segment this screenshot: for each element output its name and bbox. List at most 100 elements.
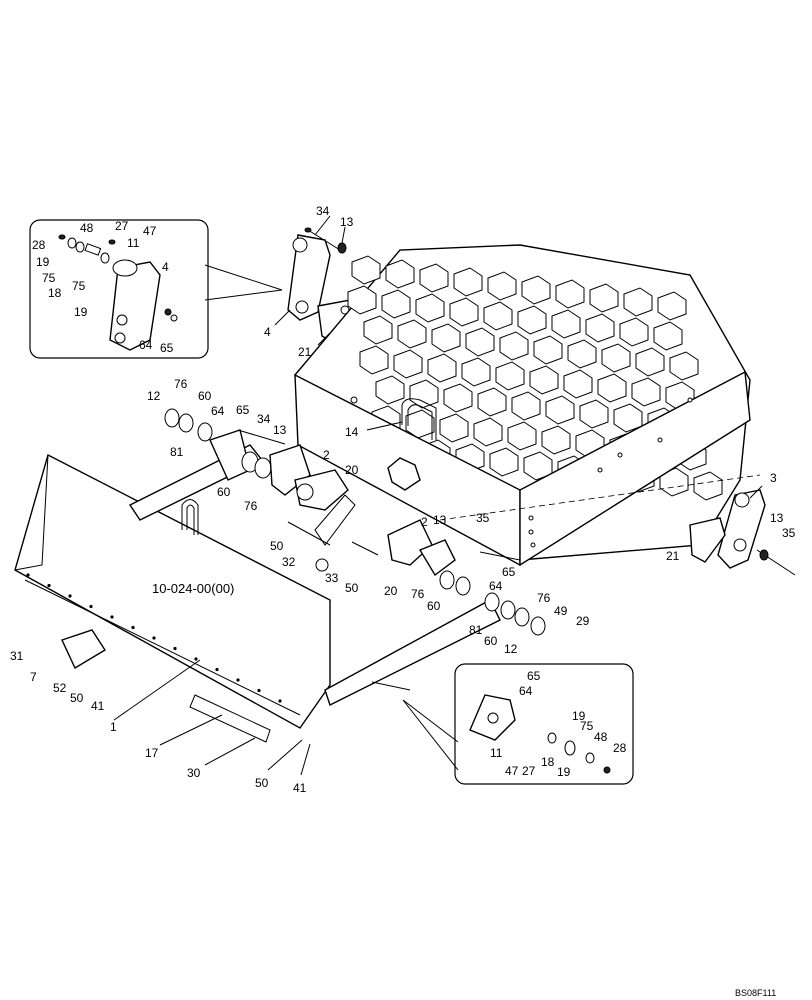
washer-12: [164, 408, 180, 428]
drum-pad: [415, 293, 445, 323]
flange-bore: [296, 483, 314, 501]
flange-20b: [387, 519, 433, 566]
drum-pad: [409, 379, 439, 409]
frame-bolt: [657, 437, 663, 443]
drum-pad: [427, 353, 457, 383]
callout-60: 60: [217, 485, 231, 499]
drum-pad: [635, 347, 665, 377]
drum-pad: [551, 309, 581, 339]
drum-pad: [507, 421, 537, 451]
callout-60: 60: [484, 634, 498, 648]
plate-21b: [689, 517, 726, 563]
blade-handle: [186, 504, 195, 535]
drum-pad: [541, 425, 571, 455]
drum-pad: [659, 467, 689, 497]
drum-pad: [397, 319, 427, 349]
callout-2: 2: [421, 515, 428, 529]
leader-34: [314, 215, 331, 236]
callout-64: 64: [211, 404, 225, 418]
drum-pad: [579, 399, 609, 429]
leader-1: [113, 659, 201, 721]
callout-3: 3: [770, 471, 777, 485]
grab-handle-14: [407, 404, 433, 440]
callout-4: 4: [162, 260, 169, 274]
callout-76: 76: [174, 377, 188, 391]
callout-14: 14: [345, 425, 359, 439]
blade-bolt-hole: [194, 657, 198, 661]
callout-76: 76: [537, 591, 551, 605]
callout-20: 20: [384, 584, 398, 598]
leader-21: [317, 332, 331, 346]
drum-pad: [363, 315, 393, 345]
callout-18: 18: [541, 755, 555, 769]
callout-76: 76: [411, 587, 425, 601]
blade-bolt-hole: [110, 615, 114, 619]
washer-12: [530, 616, 546, 636]
bolt-32: [287, 521, 331, 546]
drum-pad: [453, 267, 483, 297]
frame-bolt: [597, 467, 603, 473]
figure-code-label: BS08F111: [735, 988, 776, 998]
drum-pad: [351, 255, 381, 285]
inset-pointer-line: [402, 699, 459, 743]
dozer-blade-assembly: [14, 429, 501, 743]
assembly-code-label: 10-024-00(00): [152, 581, 234, 596]
bolt-head: [603, 766, 611, 774]
washer: [67, 237, 77, 249]
bolt-head: [304, 227, 312, 233]
callout-60: 60: [198, 389, 212, 403]
upper-bracket-assembly: [287, 227, 357, 343]
nut: [164, 308, 172, 316]
callout-50: 50: [270, 539, 284, 553]
bolt-35: [479, 551, 521, 561]
callout-30: 30: [187, 766, 201, 780]
callout-19: 19: [572, 709, 586, 723]
bushing-60: [197, 422, 213, 442]
bolt-34: [307, 229, 341, 251]
blade-bolt-holes: [26, 573, 282, 703]
callout-18: 18: [48, 286, 62, 300]
drum-pad: [375, 375, 405, 405]
callout-52: 52: [53, 681, 67, 695]
drum-pad: [585, 313, 615, 343]
blade-bolt-hole: [89, 604, 93, 609]
bracket-part: [109, 261, 161, 351]
bolt-33: [351, 541, 379, 556]
drum-pad: [499, 331, 529, 361]
callout-81: 81: [469, 623, 483, 637]
callout-49: 49: [554, 604, 568, 618]
drum-pad: [631, 377, 661, 407]
blade-bolt-hole: [26, 573, 30, 577]
callout-35: 35: [782, 526, 796, 540]
corner-bit-7: [61, 629, 106, 670]
callout-65: 65: [527, 669, 541, 683]
callout-76: 76: [244, 499, 258, 513]
callout-11: 11: [490, 746, 503, 760]
callout-50: 50: [70, 691, 84, 705]
wear-strip-17: [189, 694, 271, 743]
drum-pad: [693, 471, 723, 501]
drum-pad: [567, 339, 597, 369]
drum-pad: [477, 387, 507, 417]
washer-76b: [439, 570, 455, 590]
inset-pointer-line: [402, 699, 459, 771]
callout-29: 29: [576, 614, 590, 628]
callout-32: 32: [282, 555, 296, 569]
callout-12: 12: [147, 389, 161, 403]
inset-pointer-line: [204, 264, 283, 291]
callout-21: 21: [666, 549, 680, 563]
drum-pad: [381, 289, 411, 319]
drum-pad: [521, 275, 551, 305]
callout-47: 47: [143, 224, 157, 238]
drum-pad: [511, 391, 541, 421]
callout-28: 28: [32, 238, 46, 252]
blade-bolt-hole: [236, 678, 240, 682]
callout-34: 34: [257, 412, 271, 426]
washer: [75, 241, 85, 253]
drum-pad: [623, 287, 653, 317]
bracket-3: [717, 489, 766, 569]
push-arm-lower: [324, 599, 501, 706]
drum-pad: [465, 327, 495, 357]
bushing-81: [484, 592, 500, 612]
callout-27: 27: [522, 764, 536, 778]
